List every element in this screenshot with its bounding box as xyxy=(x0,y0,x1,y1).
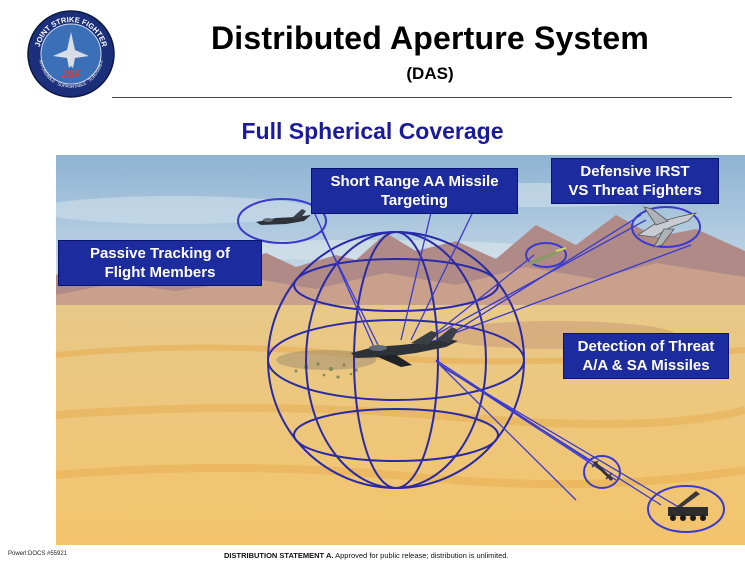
section-heading: Full Spherical Coverage xyxy=(241,118,504,144)
document-code: Powerl:DOCS #55921 xyxy=(8,551,68,557)
distribution-statement-bold: DISTRIBUTION STATEMENT A. xyxy=(224,551,334,560)
label-passive-line2: Flight Members xyxy=(104,264,216,281)
label-passive-line1: Passive Tracking of xyxy=(89,245,231,262)
missile-launcher-vehicle-icon xyxy=(668,491,708,521)
sa-missile-icon xyxy=(591,460,614,482)
distribution-statement: DISTRIBUTION STATEMENT A. Approved for p… xyxy=(224,551,509,560)
label-detection-line1: Detection of Threat xyxy=(577,338,715,355)
page-subtitle: (DAS) xyxy=(406,64,454,83)
label-short-range-aa-missile-targeting: Short Range AA Missile Targeting xyxy=(311,168,518,214)
title-divider xyxy=(112,97,732,98)
label-short-range-line2: Targeting xyxy=(380,192,449,209)
label-defensive-line1: Defensive IRST xyxy=(580,163,690,180)
logo-text-mid: JSF xyxy=(61,69,81,81)
label-detection-line2: A/A & SA Missiles xyxy=(582,357,710,374)
flight-member-aircraft-icon xyxy=(256,209,311,225)
coverage-sphere xyxy=(267,231,525,489)
distribution-statement-text: Approved for public release; distributio… xyxy=(333,551,509,560)
label-passive-tracking: Passive Tracking of Flight Members xyxy=(58,240,262,286)
aa-missile-icon xyxy=(528,247,567,265)
jet-emblem-icon xyxy=(53,32,89,68)
label-defensive-irst: Defensive IRST VS Threat Fighters xyxy=(551,158,719,204)
jsf-logo: JOINT STRIKE FIGHTER AFFORDABLE · SUPPOR… xyxy=(27,10,115,98)
page-title: Distributed Aperture System xyxy=(210,20,650,56)
label-detection-of-threat: Detection of Threat A/A & SA Missiles xyxy=(563,333,729,379)
label-defensive-line2: VS Threat Fighters xyxy=(568,182,702,199)
f35-main-aircraft-icon xyxy=(351,327,458,367)
threat-fighter-icon xyxy=(636,206,698,248)
label-short-range-line1: Short Range AA Missile xyxy=(330,173,499,190)
target-ellipses xyxy=(237,198,725,533)
